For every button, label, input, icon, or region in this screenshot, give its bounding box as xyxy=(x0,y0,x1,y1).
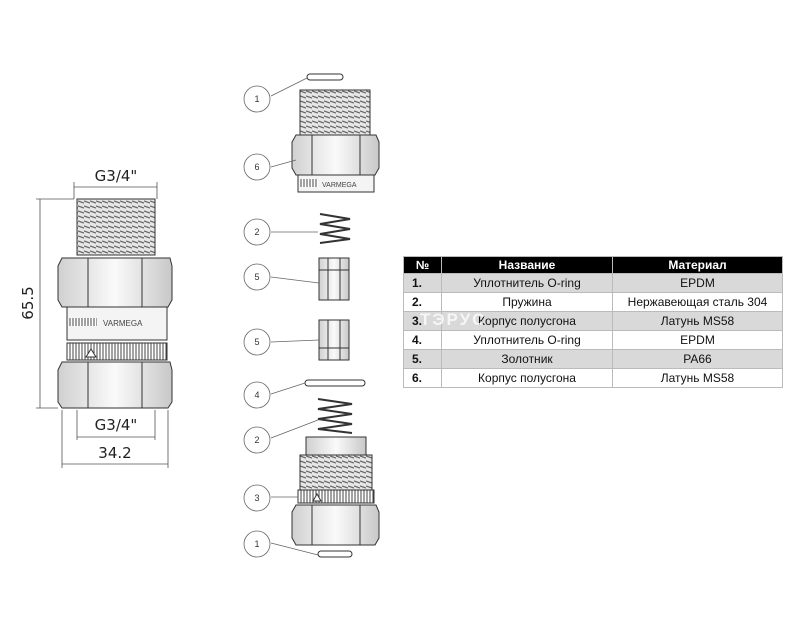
row-material: Латунь MS58 xyxy=(612,311,783,331)
brand-marking-exploded: VARMEGA xyxy=(322,182,357,189)
row-name: Корпус полусгона xyxy=(441,368,613,388)
header-material: Материал xyxy=(612,256,783,274)
row-name: Уплотнитель O-ring xyxy=(441,330,613,350)
body-6-thread xyxy=(299,89,371,136)
row-number: 4. xyxy=(403,330,442,350)
valve-spool-5a xyxy=(318,257,350,301)
callout-5: 5 xyxy=(254,272,259,282)
table-header: № Название Материал xyxy=(403,256,783,274)
row-material: PA66 xyxy=(612,349,783,369)
body-6-hex xyxy=(291,134,380,176)
exploded-view: VARMEGA xyxy=(291,73,380,558)
row-number: 1. xyxy=(403,273,442,293)
spring-bottom xyxy=(317,398,353,434)
dim-height: 65.5 xyxy=(19,286,37,319)
o-ring-4 xyxy=(304,379,366,387)
dim-thread-top: G3/4" xyxy=(95,167,138,185)
row-name: Корпус полусгона xyxy=(441,311,613,331)
o-ring-bottom xyxy=(317,550,353,558)
callout-1: 1 xyxy=(254,94,259,104)
callout-6: 6 xyxy=(254,162,259,172)
row-number: 3. xyxy=(403,311,442,331)
callout-4: 4 xyxy=(254,390,259,400)
row-material: EPDM xyxy=(612,273,783,293)
header-number: № xyxy=(403,256,442,274)
dimension-lines xyxy=(36,182,169,468)
assembled-fitting: VARMEGA xyxy=(57,198,173,409)
dim-thread-bottom: G3/4" xyxy=(95,416,138,434)
row-material: Латунь MS58 xyxy=(612,368,783,388)
row-number: 5. xyxy=(403,349,442,369)
o-ring-top xyxy=(306,73,344,81)
spring-top xyxy=(319,213,351,244)
callout-5: 5 xyxy=(254,337,259,347)
row-name: Золотник xyxy=(441,349,613,369)
valve-spool-5b xyxy=(318,319,350,361)
brand-marking: VARMEGA xyxy=(103,319,143,328)
row-name: Пружина xyxy=(441,292,613,312)
callout-2: 2 xyxy=(254,227,259,237)
row-material: Нержавеющая сталь 304 xyxy=(612,292,783,312)
callouts xyxy=(243,77,320,558)
row-number: 2. xyxy=(403,292,442,312)
callout-1: 1 xyxy=(254,539,259,549)
callout-2: 2 xyxy=(254,435,259,445)
parts-table: № Название Материал 1.Уплотнитель O-ring… xyxy=(403,256,783,388)
row-material: EPDM xyxy=(612,330,783,350)
body-3-thread xyxy=(299,454,373,491)
callout-3: 3 xyxy=(254,493,259,503)
row-name: Уплотнитель O-ring xyxy=(441,273,613,293)
dim-width: 34.2 xyxy=(98,444,131,462)
row-number: 6. xyxy=(403,368,442,388)
body-3-hex xyxy=(291,504,380,546)
header-name: Название xyxy=(441,256,613,274)
